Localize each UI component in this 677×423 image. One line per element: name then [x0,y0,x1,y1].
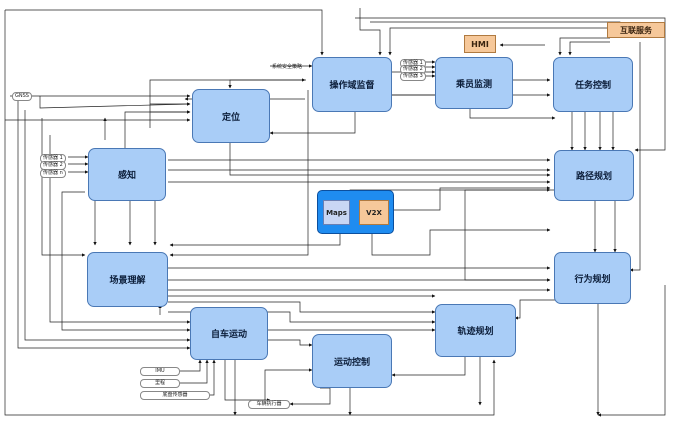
node-label: 路径规划 [575,172,612,182]
node-label: V2X [366,208,382,217]
input-safety-policy: 系统安全策略 [272,63,302,70]
node-scene-understanding: 场景理解 [87,252,168,307]
node-internet-service: 互联服务 [607,22,665,38]
node-label: 互联服务 [620,25,652,35]
output-actuators: 车辆执行器 [248,400,290,409]
input-label: 传感器 1 [43,155,63,161]
input-passenger-sensor-3: 传感器 3 [400,72,426,81]
node-label: 场景理解 [109,276,146,286]
input-perception-sensor-n: 传感器 n [40,169,66,178]
node-label: 感知 [117,171,136,181]
node-label: Maps [326,208,347,217]
input-label: 底盘传感器 [162,392,188,398]
node-passenger-monitor: 乘员监测 [435,57,513,109]
input-imu: IMU [140,367,180,376]
node-task-control: 任务控制 [553,57,633,112]
input-label: GNSS [15,93,29,99]
node-trajectory-planning: 轨迹规划 [435,304,516,357]
node-label: 乘员监测 [455,79,492,90]
node-label: 行为规划 [574,274,611,285]
node-label: HMI [471,39,489,49]
input-label: 传感器 n [43,170,63,176]
input-label: 里程 [154,380,165,386]
node-label: 运动控制 [333,357,370,368]
node-label: 定位 [221,112,240,123]
node-operation-monitor: 操作域监督 [312,57,392,112]
input-label: IMU [155,368,165,374]
node-localization: 定位 [192,89,270,143]
node-label: 任务控制 [574,81,611,91]
input-gnss: GNSS [12,92,32,101]
node-v2x: V2X [359,200,389,225]
node-maps: Maps [323,200,350,225]
node-hmi: HMI [464,35,496,53]
node-perception: 感知 [88,148,166,201]
input-label: 车辆执行器 [256,401,282,407]
node-behavior-planning: 行为规划 [554,252,631,304]
input-label: 传感器 2 [403,66,423,72]
input-label: 传感器 2 [43,162,63,168]
input-odometry: 里程 [140,379,180,388]
node-ego-motion: 自车运动 [190,307,268,360]
input-label: 传感器 3 [403,73,423,79]
node-label: 轨迹规划 [457,327,494,337]
node-motion-control: 运动控制 [312,334,392,388]
node-label: 操作域监督 [329,81,375,91]
input-label: 传感器 1 [403,60,423,66]
node-path-planning: 路径规划 [554,150,634,201]
input-vehicle-sensors: 底盘传感器 [140,391,210,400]
maps-v2x-container: Maps V2X [317,190,394,234]
node-label: 自车运动 [210,330,247,340]
input-label: 系统安全策略 [272,64,303,70]
